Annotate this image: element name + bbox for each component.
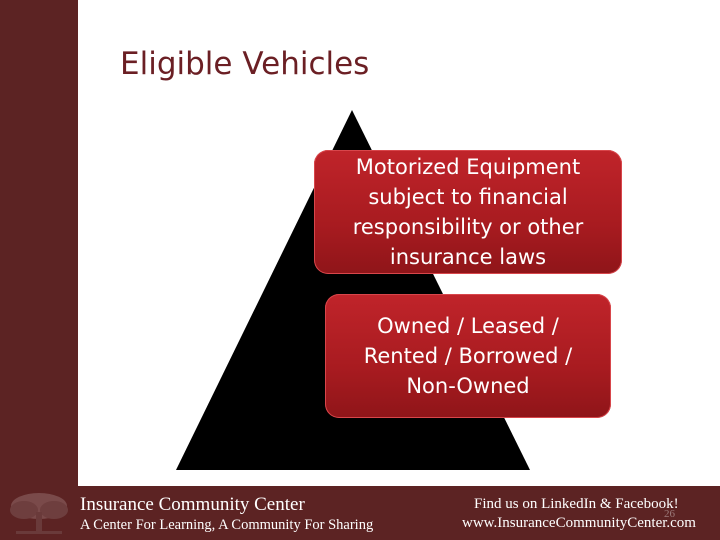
org-tagline: A Center For Learning, A Community For S… <box>80 517 374 533</box>
footer-bar <box>0 486 720 540</box>
box-2-line-2: Rented / Borrowed / <box>363 344 573 368</box>
tree-icon <box>10 493 68 534</box>
box-1-line-4: insurance laws <box>389 245 547 269</box>
social-text: Find us on LinkedIn & Facebook! <box>474 496 679 512</box>
left-accent-bar <box>0 0 78 486</box>
motorized-equipment-box: Motorized Equipment subject to financial… <box>314 150 622 274</box>
page-number: 26 <box>664 508 675 520</box>
box-1-line-2: subject to financial <box>368 185 568 209</box>
ownership-box: Owned / Leased / Rented / Borrowed / Non… <box>325 294 611 418</box>
box-1-line-1: Motorized Equipment <box>355 155 581 179</box>
box-2-line-3: Non-Owned <box>406 374 530 398</box>
box-2-line-1: Owned / Leased / <box>377 314 559 338</box>
org-name: Insurance Community Center <box>80 494 305 515</box>
box-1-line-3: responsibility or other <box>352 215 584 239</box>
slide-title: Eligible Vehicles <box>120 46 370 82</box>
website-link[interactable]: www.InsuranceCommunityCenter.com <box>462 515 696 531</box>
